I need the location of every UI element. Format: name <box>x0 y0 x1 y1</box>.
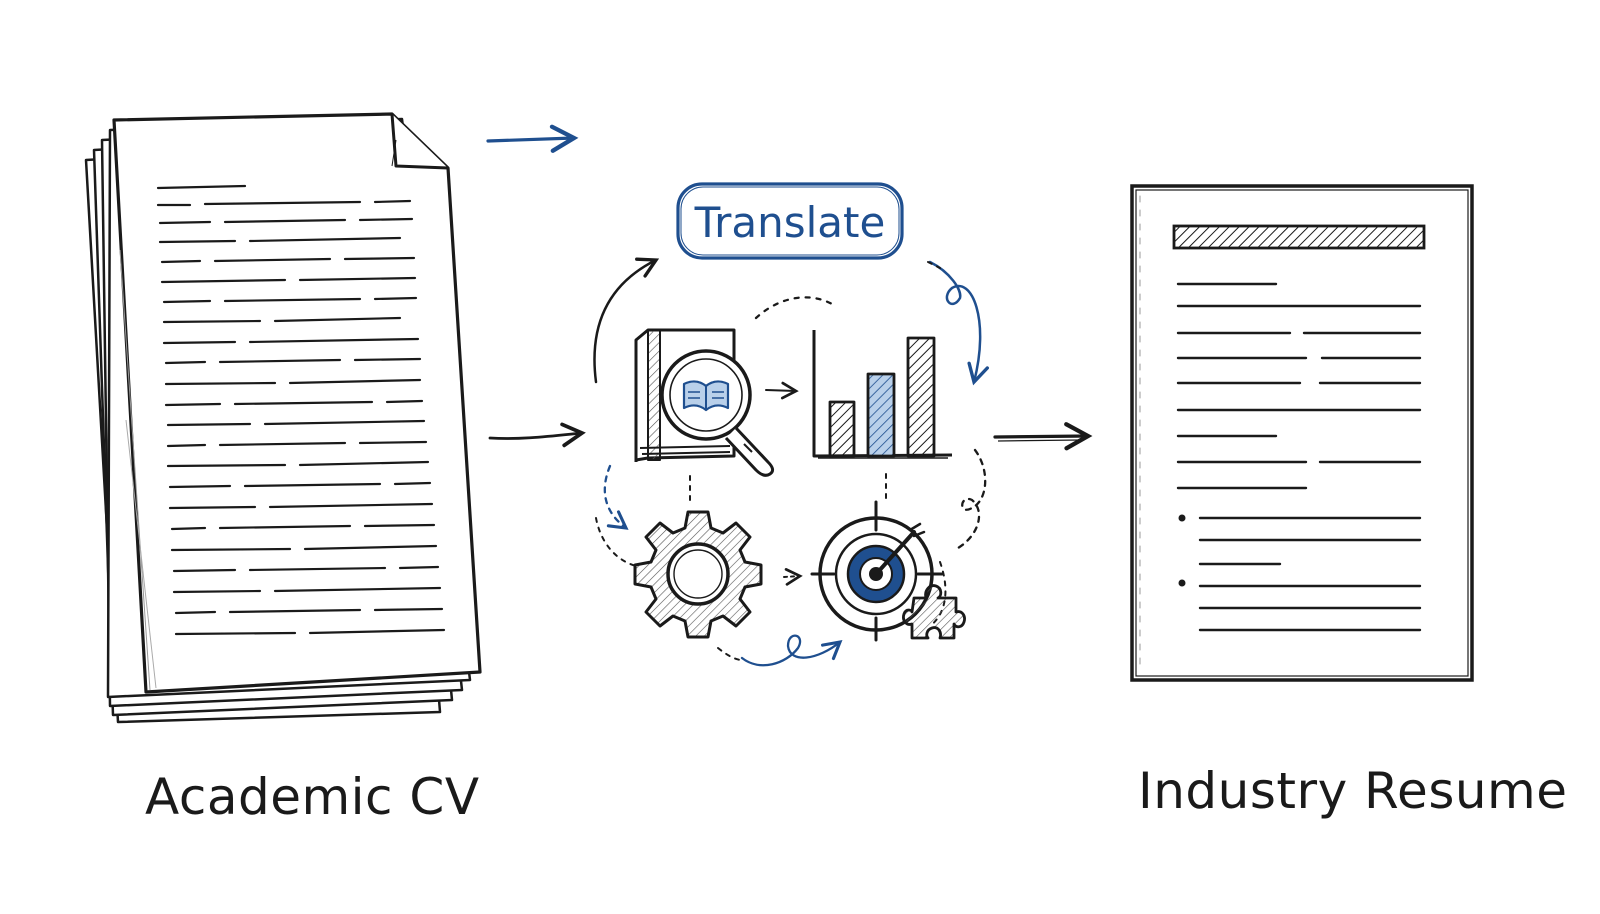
industry-resume-label: Industry Resume <box>1138 762 1568 820</box>
bar-chart-icon <box>812 330 953 459</box>
document-stack-icon <box>84 112 482 724</box>
target-icon <box>810 500 944 642</box>
top-blue-arrow <box>486 124 579 153</box>
book-magnifier-icon <box>634 328 775 477</box>
output-arrow <box>993 422 1093 451</box>
resume-document-icon <box>1130 184 1474 682</box>
academic-cv-label: Academic CV <box>145 768 480 826</box>
translate-badge: Translate <box>676 182 904 260</box>
puzzle-piece-icon <box>902 584 966 640</box>
translate-label: Translate <box>694 198 886 247</box>
gear-icon <box>633 510 763 639</box>
input-arrow <box>488 422 586 448</box>
